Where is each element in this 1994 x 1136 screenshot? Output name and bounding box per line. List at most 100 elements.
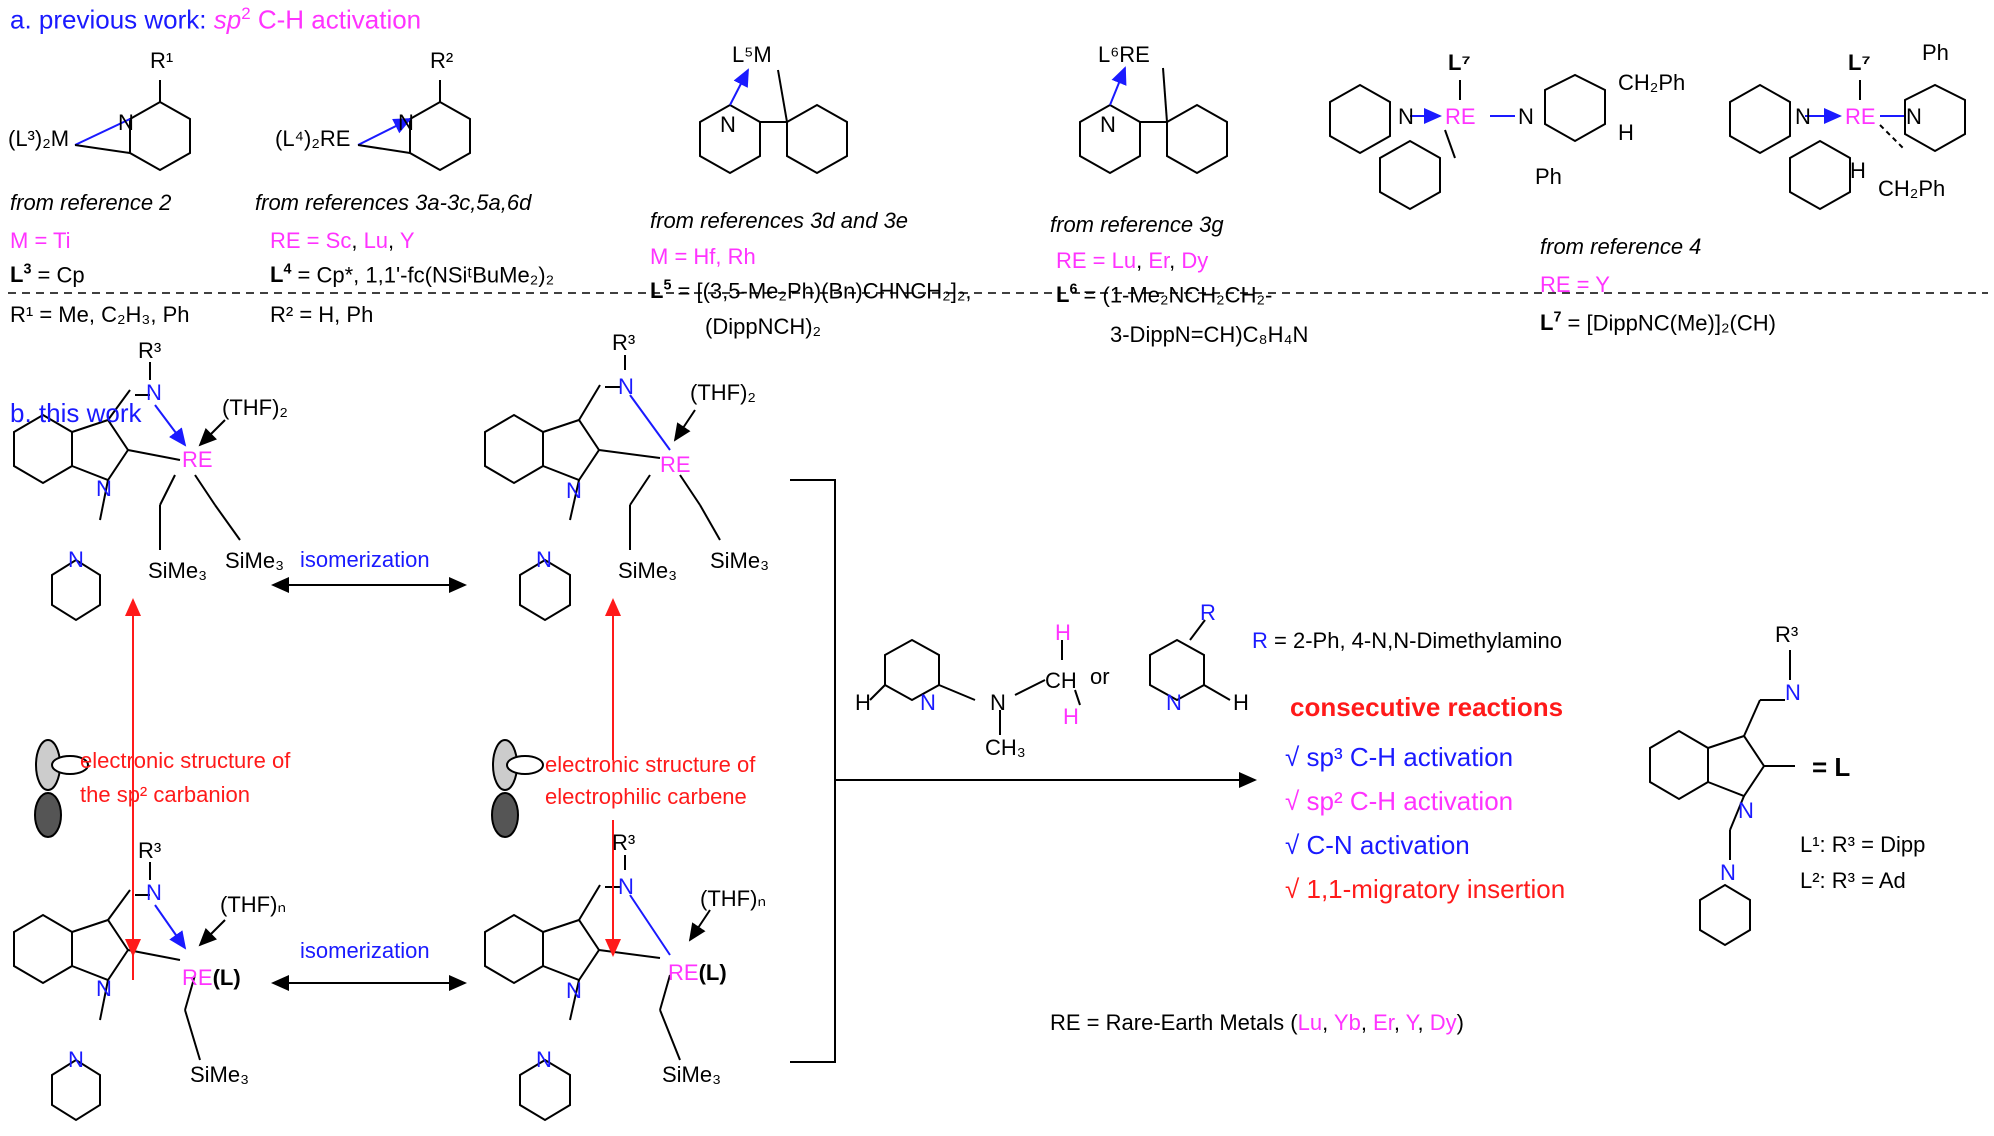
reactions-title: consecutive reactions [1290,692,1564,722]
a4-caption: from reference 3g [1050,212,1224,237]
c3-n: N [146,880,162,905]
c1-pip-n: N [68,547,84,572]
structure-a2 [357,80,471,172]
a5a-n2: N [1518,104,1534,129]
isomerization-top: isomerization [300,547,430,572]
c4-n: N [618,874,634,899]
a4-n: N [1100,112,1116,137]
a5b-h: H [1850,158,1866,183]
a5b-n1: N [1795,104,1811,129]
ligand-r3: R³ [1775,622,1799,647]
indole-complex-2 [484,355,721,622]
c1-re: RE [182,447,213,472]
a2-ligand: (L⁴)₂RE [275,126,351,151]
c1-thf: (THF)₂ [222,395,288,420]
isomerization-bottom: isomerization [300,938,430,963]
a2-caption: from references 3a-3c,5a,6d [255,190,532,215]
c2-pip-n: N [536,547,552,572]
section-a-sp: sp [213,4,242,35]
c3-pip-n: N [68,1047,84,1072]
c3-thf: (THF)ₙ [220,892,287,917]
a3-l5: L5 = [(3,5-Me₂Ph)(Bn)CHNCH₂]₂, [650,278,972,304]
structure-a5b [1729,80,1966,211]
a4-ligand: L⁶RE [1098,42,1150,67]
c4-r3: R³ [612,830,636,855]
a3-metal: M = Hf, Rh [650,244,756,269]
a1-r1: R¹ = Me, C₂H₃, Ph [10,302,190,327]
a5b-re: RE [1845,104,1876,129]
a5a-l7: L⁷ [1448,50,1471,75]
a2-r-label: R² [430,48,454,73]
a3-ligand: L⁵M [732,42,772,67]
section-b-title: b. this work [10,398,142,428]
indole-complex-4 [484,855,711,1122]
reagent1-h-top: H [1055,620,1071,645]
indole-complex-1 [13,362,241,622]
a5b-n2: N [1906,104,1922,129]
a1-caption: from reference 2 [10,190,172,215]
a4-l6b: 3-DippN=CH)C₈H₄N [1110,322,1309,347]
a5-caption: from reference 4 [1540,234,1702,259]
a3-caption: from references 3d and 3e [650,208,909,233]
a5b-ph: Ph [1922,40,1949,65]
section-a-sup: 2 [241,4,251,23]
reagent1-n-ring: N [920,690,936,715]
a5a-re: RE [1445,104,1476,129]
es-carbene-2: electrophilic carbene [545,784,747,809]
structure-a1 [74,80,191,172]
c2-r3: R³ [612,330,636,355]
c1-sime3a: SiMe₃ [148,558,208,583]
c4-thf: (THF)ₙ [700,886,767,911]
c4-re: RE(L) [668,960,727,985]
c1-n: N [146,380,162,405]
c4-ring-n: N [566,978,582,1003]
reagent-or: or [1090,664,1110,689]
reaction-item-2: √ sp² C-H activation [1285,786,1514,816]
c2-sime3b: SiMe₃ [710,548,770,573]
indole-complex-3 [13,862,226,1122]
es-carbanion-2: the sp² carbanion [80,782,250,807]
a1-metal: M = Ti [10,228,71,253]
c3-re: RE(L) [182,965,241,990]
c4-pip-n: N [536,1047,552,1072]
a1-r-label: R¹ [150,48,174,73]
reaction-item-3: √ C-N activation [1285,830,1470,860]
reaction-item-4: √ 1,1-migratory insertion [1285,874,1566,904]
c3-sime3: SiMe₃ [190,1062,250,1087]
structure-a4 [1079,66,1228,175]
r-definition: R = 2-Ph, 4-N,N-Dimethylamino [1252,628,1562,653]
reagent-aminopyridine [869,638,1081,735]
c2-n: N [618,374,634,399]
reagent1-ch3: CH₃ [985,735,1026,760]
structure-a3 [699,68,848,175]
ligand-eq: = L [1812,752,1851,782]
a5a-ph: Ph [1535,164,1562,189]
a1-n: N [118,110,134,135]
structure-a5a [1329,73,1606,211]
section-a-label: a. previous work: [10,4,207,35]
reagent1-n: N [990,690,1006,715]
c3-r3: R³ [138,838,162,863]
a5b-ch2ph: CH₂Ph [1878,176,1946,201]
c2-ring-n: N [566,478,582,503]
a3-n: N [720,112,736,137]
reagent1-h-bottom: H [1063,704,1079,729]
reagent2-h: H [1233,690,1249,715]
a2-l4: L4 = Cp*, 1,1'-fc(NSiᵗBuMe₂)₂ [270,262,555,288]
a5a-h: H [1618,120,1634,145]
section-a-title: a. previous work: sp2 C-H activation [10,4,421,36]
ligand-n-pip: N [1720,860,1736,885]
a5a-n1: N [1398,104,1414,129]
c2-re: RE [660,452,691,477]
footer-note: RE = Rare-Earth Metals (Lu, Yb, Er, Y, D… [1050,1010,1464,1035]
a5a-ch2ph: CH₂Ph [1618,70,1686,95]
reagent2-n: N [1166,690,1182,715]
a3-l5b: (DippNCH)₂ [705,314,822,339]
c1-r3: R³ [138,338,162,363]
c1-sime3b: SiMe₃ [225,548,285,573]
a1-ligand: (L³)₂M [8,126,70,151]
a5-l7-line: L7 = [DippNC(Me)]₂(CH) [1540,310,1776,336]
a4-re: RE = Lu, Er, Dy [1056,248,1209,273]
ligand-l2: L²: R³ = Ad [1800,868,1906,893]
